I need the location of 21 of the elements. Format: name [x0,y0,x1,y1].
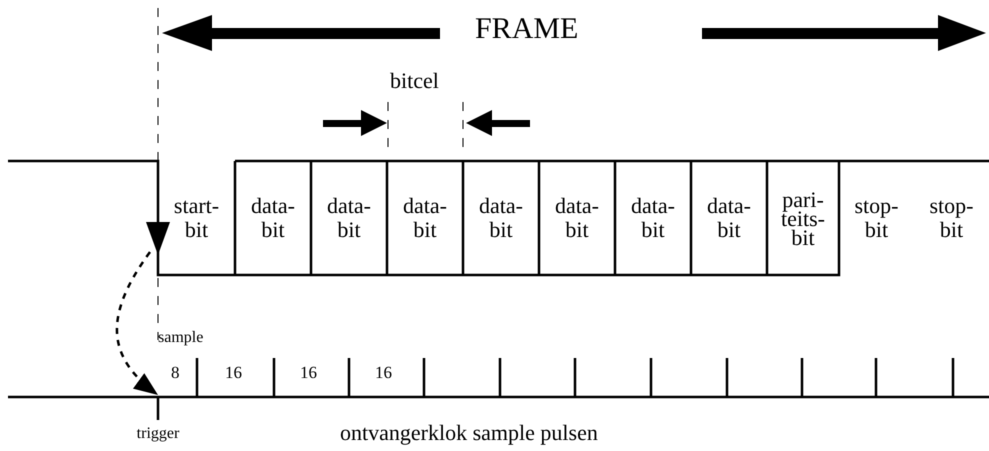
curved-arrow [116,251,159,396]
bit-label: data- bit [630,194,676,242]
bit-label: start- bit [172,194,220,242]
bit-label: data- bit [706,194,752,242]
bit-label: data- bit [554,194,600,242]
sample-label: sample [158,329,204,347]
sample-count: 8 [171,363,180,383]
axis-title: ontvangerklok sample pulsen [340,420,598,446]
bit-label: pari- teits- bit [780,190,826,246]
dimension-label: bitcel [390,68,439,94]
sample-count: 16 [375,363,392,383]
trigger-label: trigger [136,424,180,444]
bit-label: data- bit [250,194,296,242]
bit-label: data- bit [402,194,448,242]
frame-label: FRAME [475,12,578,46]
sample-count: 16 [300,363,317,383]
sample-count: 16 [225,363,242,383]
bit-label: data- bit [478,194,524,242]
bit-label: stop- bit [928,194,974,242]
bit-label: data- bit [326,194,372,242]
bit-label: stop- bit [854,194,900,242]
